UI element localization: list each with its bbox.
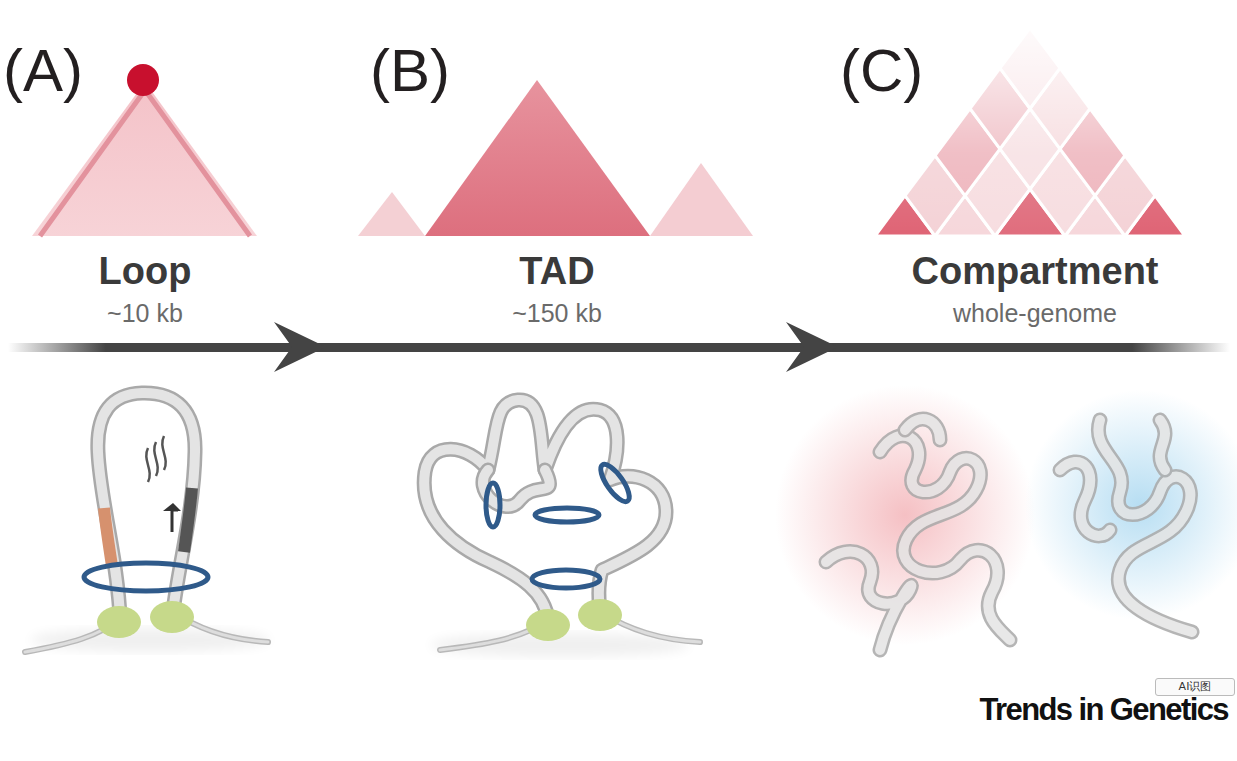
- scale-size: whole-genome: [875, 300, 1195, 328]
- tad-fiber: [483, 470, 550, 507]
- small-tad-triangle: [650, 163, 753, 236]
- cohesin-ring: [486, 483, 500, 527]
- ctcf-protein: [97, 606, 141, 638]
- ctcf-protein: [578, 599, 622, 631]
- chromatin-fiber: [1060, 462, 1110, 536]
- tss-arrow-head: [163, 503, 181, 511]
- cohesin-ring: [84, 563, 208, 591]
- chromatin-fiber: [1160, 420, 1165, 470]
- chromatin-fiber: [1160, 420, 1165, 470]
- panel-letter: (C): [840, 38, 960, 104]
- tad-fiber: [424, 400, 666, 620]
- cohesin-ring: [532, 570, 600, 588]
- chromatin-loop: [98, 393, 195, 618]
- chromatin-fiber: [826, 552, 911, 650]
- loop-dot: [127, 64, 159, 96]
- scale-size: ~10 kb: [35, 300, 255, 328]
- chromatin-loop: [98, 393, 195, 618]
- journal-watermark: Trends in Genetics: [880, 693, 1228, 727]
- chromatin-fiber: [1060, 462, 1110, 536]
- chromatin-fiber: [905, 419, 940, 440]
- tad-fiber: [424, 400, 666, 620]
- tad-fiber: [483, 470, 550, 507]
- chromatin-fiber: [826, 552, 911, 650]
- scale-size: ~150 kb: [447, 300, 667, 328]
- arrow-head: [786, 322, 838, 372]
- b-compartment-glow: [1025, 390, 1237, 620]
- panel-letter: (A): [3, 38, 123, 104]
- scale-title: TAD: [447, 251, 667, 293]
- scale-title: Compartment: [875, 251, 1195, 293]
- transcript-wave: [162, 436, 165, 470]
- cohesin-ring: [596, 460, 634, 505]
- gene-segment: [184, 488, 192, 552]
- loop-edge: [40, 90, 250, 236]
- ctcf-protein: [150, 601, 194, 633]
- small-tad-triangle: [358, 192, 425, 236]
- loop-triangle: [32, 82, 257, 236]
- compartment-fibers: [826, 419, 1192, 650]
- scale-axis: [8, 343, 1230, 352]
- transcript-wave: [146, 448, 149, 482]
- scale-title: Loop: [35, 251, 255, 293]
- tss-arrow: [172, 510, 178, 532]
- panel-letter: (B): [370, 38, 490, 104]
- tad-triangle: [425, 80, 650, 236]
- ctcf-protein: [526, 609, 570, 641]
- enhancer-segment: [104, 508, 112, 566]
- cohesin-ring: [535, 508, 599, 522]
- chromatin-fiber: [905, 419, 940, 440]
- transcript-wave: [154, 442, 157, 476]
- arrow-head: [274, 322, 326, 372]
